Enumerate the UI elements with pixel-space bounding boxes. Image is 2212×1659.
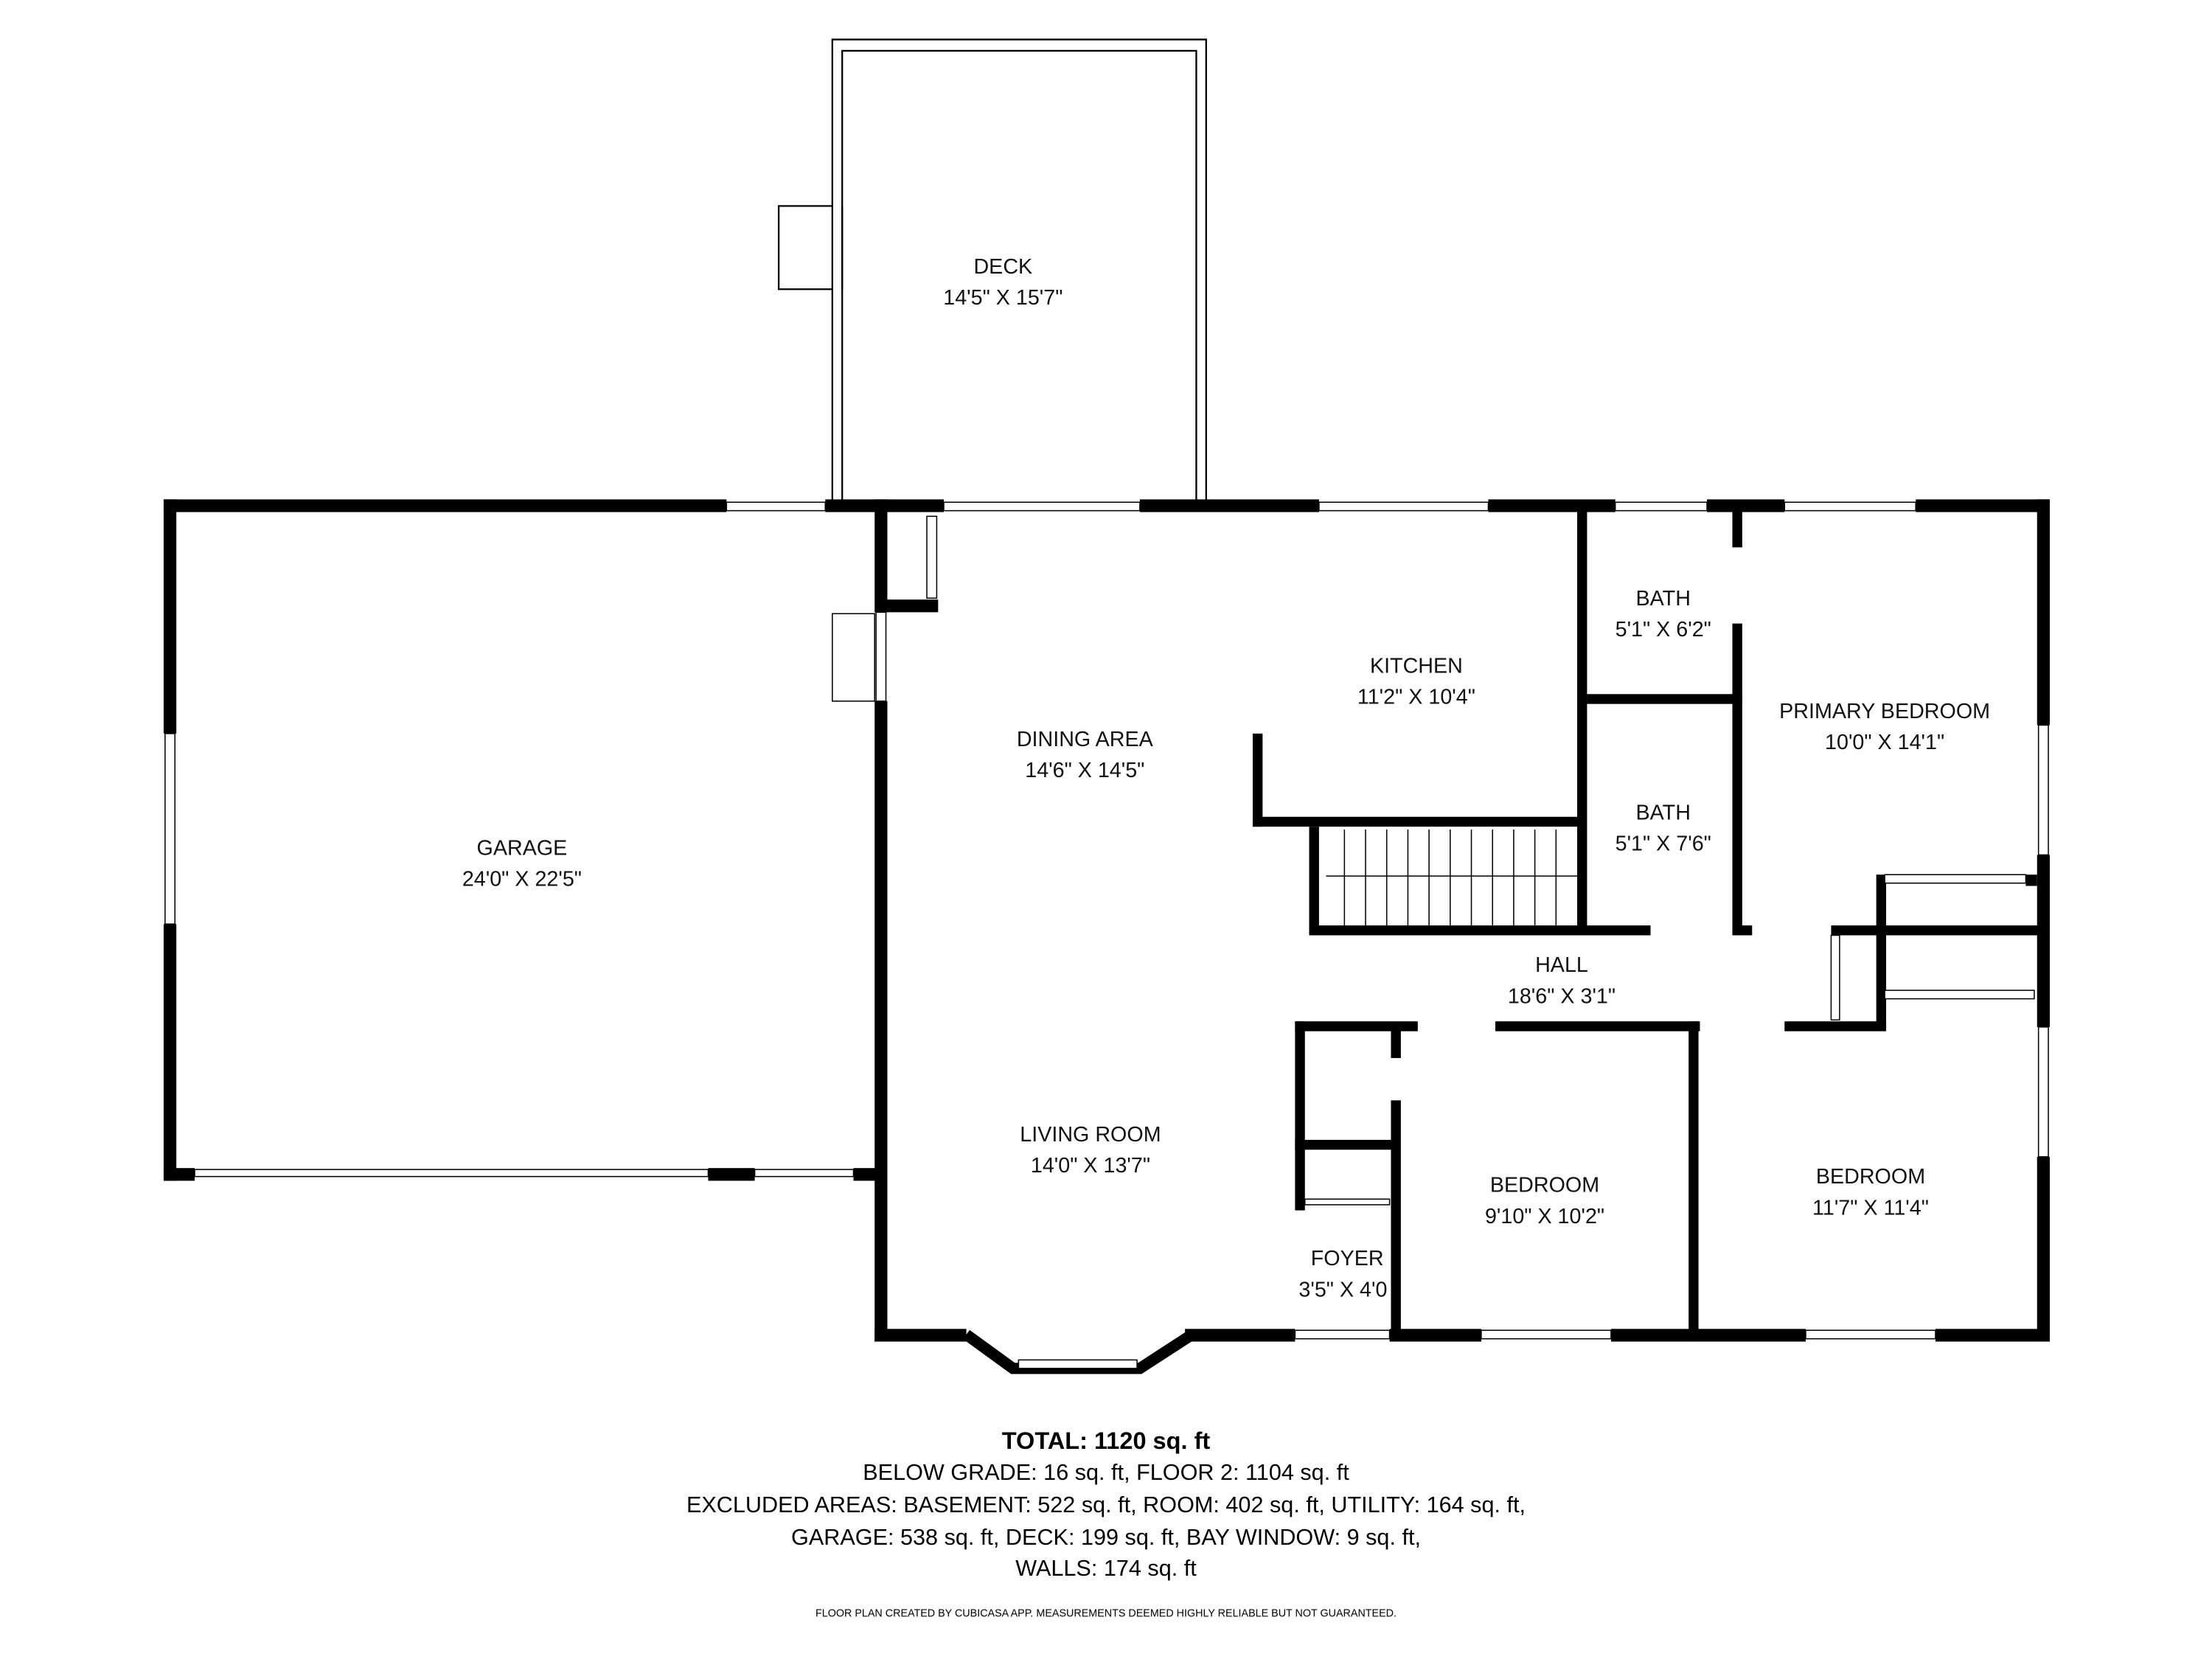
- deck-outline: [777, 38, 1207, 504]
- room-name-bath-1: BATH: [1636, 587, 1691, 611]
- total-area: TOTAL: 1120 sq. ft: [1002, 1427, 1211, 1454]
- room-name-bedroom-1: BEDROOM: [1490, 1174, 1599, 1197]
- room-size-living: 14'0" X 13'7": [1031, 1154, 1150, 1178]
- room-name-foyer: FOYER: [1311, 1247, 1384, 1270]
- room-size-foyer: 3'5" X 4'0: [1298, 1278, 1387, 1301]
- room-name-bedroom-2: BEDROOM: [1816, 1165, 1925, 1189]
- room-name-deck: DECK: [973, 255, 1032, 279]
- summary: TOTAL: 1120 sq. ft BELOW GRADE: 16 sq. f…: [686, 1427, 1526, 1620]
- room-size-bath-2: 5'1" X 7'6": [1615, 832, 1711, 856]
- room-size-deck: 14'5" X 15'7": [943, 286, 1062, 310]
- room-size-bath-1: 5'1" X 6'2": [1615, 618, 1711, 641]
- stairs: [1326, 830, 1578, 926]
- summary-line-4: WALLS: 174 sq. ft: [1015, 1556, 1197, 1581]
- room-size-dining: 14'6" X 14'5": [1025, 759, 1144, 782]
- room-size-bedroom-1: 9'10" X 10'2": [1485, 1205, 1604, 1228]
- summary-line-2: EXCLUDED AREAS: BASEMENT: 522 sq. ft, RO…: [686, 1492, 1526, 1517]
- room-size-hall: 18'6" X 3'1": [1508, 984, 1615, 1008]
- room-size-primary-bedroom: 10'0" X 14'1": [1825, 731, 1944, 754]
- room-size-kitchen: 11'2" X 10'4": [1357, 686, 1475, 709]
- disclaimer: FLOOR PLAN CREATED BY CUBICASA APP. MEAS…: [815, 1608, 1397, 1620]
- walls: [163, 499, 2050, 1374]
- room-name-primary-bedroom: PRIMARY BEDROOM: [1779, 700, 1990, 723]
- room-name-living: LIVING ROOM: [1020, 1123, 1161, 1147]
- room-labels: DECK 14'5" X 15'7" GARAGE 24'0" X 22'5" …: [462, 255, 1990, 1301]
- summary-line-3: GARAGE: 538 sq. ft, DECK: 199 sq. ft, BA…: [791, 1525, 1421, 1550]
- room-name-hall: HALL: [1535, 953, 1588, 977]
- room-name-kitchen: KITCHEN: [1370, 655, 1463, 678]
- summary-line-1: BELOW GRADE: 16 sq. ft, FLOOR 2: 1104 sq…: [863, 1460, 1349, 1485]
- room-name-garage: GARAGE: [477, 836, 568, 860]
- room-size-bedroom-2: 11'7" X 11'4": [1812, 1196, 1929, 1220]
- room-size-garage: 24'0" X 22'5": [462, 868, 582, 891]
- room-name-bath-2: BATH: [1636, 801, 1691, 825]
- room-name-dining: DINING AREA: [1017, 728, 1154, 751]
